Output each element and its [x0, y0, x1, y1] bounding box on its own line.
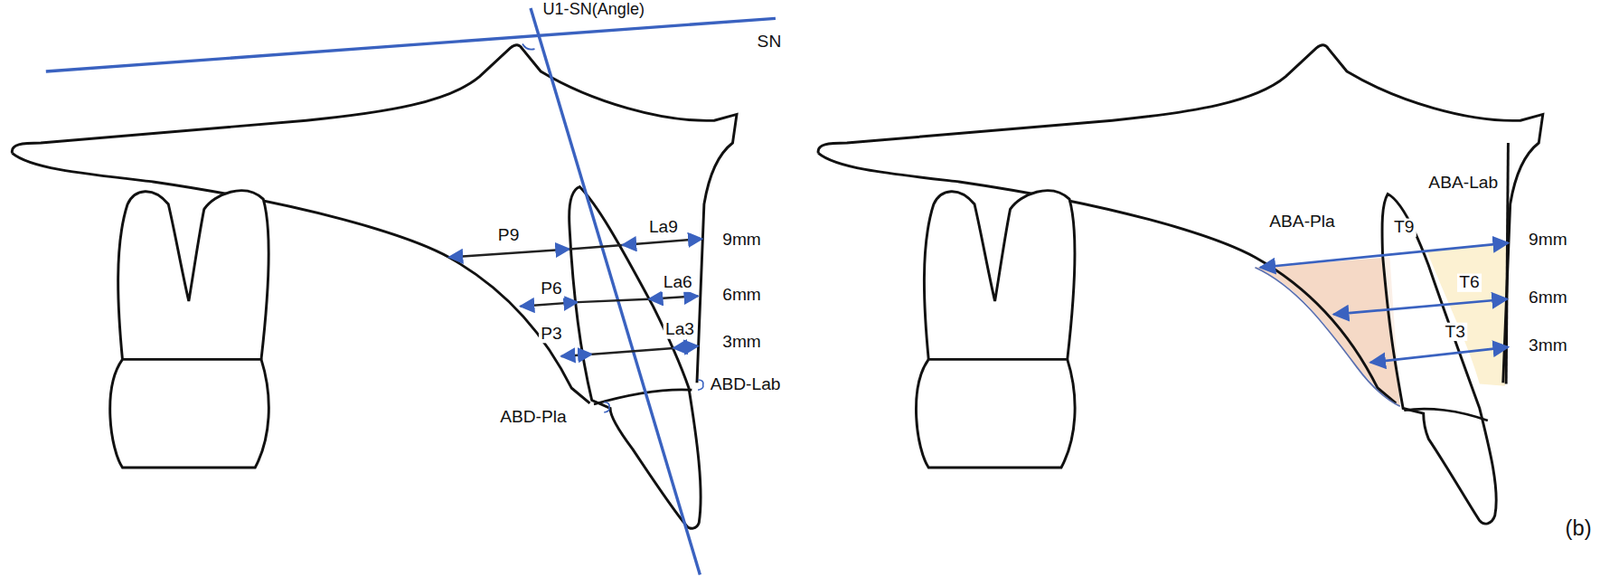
right-panel: [818, 45, 1544, 524]
measure-lines: [449, 238, 703, 357]
measurement-label: T6: [1457, 273, 1482, 292]
palatal-area: [1254, 256, 1400, 406]
bracket: [603, 402, 610, 413]
measurement-label: 3mm: [720, 332, 763, 351]
left-panel: [11, 8, 776, 575]
u1-axis: [530, 8, 700, 575]
measurement-label: SN: [754, 32, 783, 51]
measurement-label: 9mm: [1526, 230, 1570, 249]
measurement-label: La3: [663, 320, 697, 339]
measurement-label: ABD-Pla: [498, 408, 569, 427]
measurement-label: P3: [538, 324, 565, 343]
angle-arc: [522, 44, 536, 50]
measurement-label: (b): [1562, 517, 1593, 537]
bracket: [697, 379, 704, 390]
measurement-label: U1-SN(Angle): [540, 0, 647, 19]
measurement-label: 6mm: [1526, 288, 1570, 307]
palatal-area-border: [1254, 267, 1400, 407]
measurement-label: 6mm: [720, 285, 763, 304]
measurement-label: P6: [538, 279, 565, 298]
measurement-label: ABA-Lab: [1426, 173, 1500, 192]
measurement-label: ABA-Pla: [1267, 212, 1337, 231]
measurement-label: La6: [660, 273, 695, 292]
measurement-label: 3mm: [1526, 337, 1570, 356]
cementoenamel-line: [593, 389, 692, 405]
cementoenamel-line: [1403, 408, 1488, 421]
measurement-label: T3: [1442, 322, 1468, 341]
sn-line: [46, 18, 776, 72]
measurement-label: T9: [1392, 218, 1417, 237]
measurement-label: P9: [496, 226, 522, 245]
measurement-label: La9: [647, 218, 681, 237]
measure-lines: [1260, 243, 1508, 363]
measurement-label: ABD-Lab: [707, 375, 782, 394]
measurement-label: 9mm: [720, 230, 763, 249]
